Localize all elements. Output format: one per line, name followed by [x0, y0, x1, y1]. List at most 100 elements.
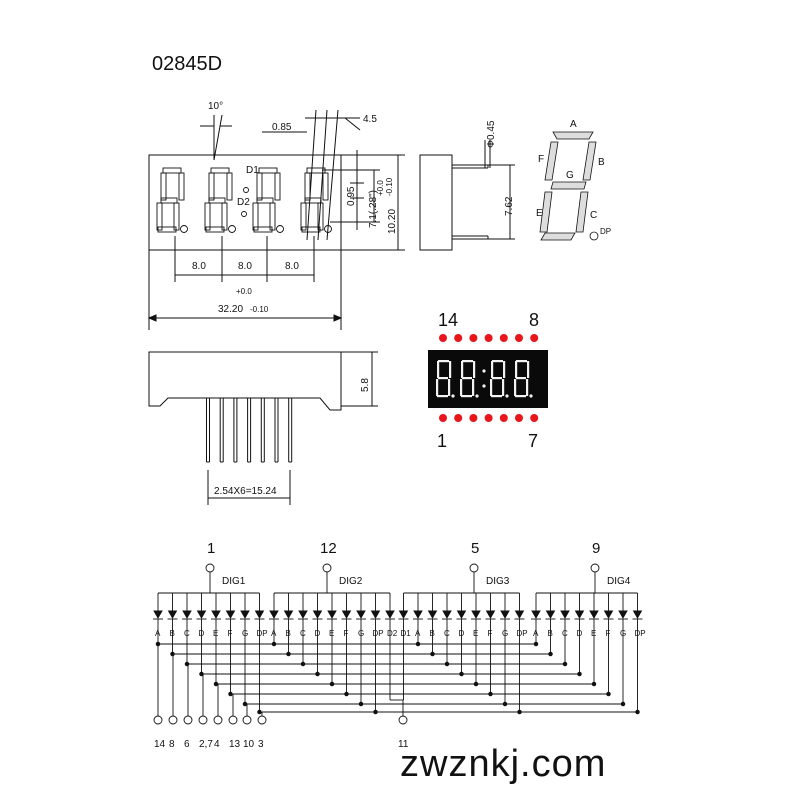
width-tol-minus: -0.10 [250, 305, 269, 314]
common-pin-number: 1 [207, 540, 215, 557]
diode-triangle [269, 610, 279, 619]
package-pin-dot [484, 334, 493, 342]
segment-label: DP [635, 629, 646, 638]
front-seg-c [173, 202, 180, 231]
front-seg-d [253, 226, 273, 233]
front-seg-g [208, 197, 226, 204]
pkg-seg-d [437, 395, 448, 398]
pkg-seg-f [491, 361, 494, 378]
package-digits [436, 360, 533, 398]
bus-junction [170, 651, 175, 657]
bus-junction [517, 709, 522, 715]
bus-junction [228, 691, 233, 697]
bus-junction [344, 691, 349, 697]
output-pin-label: 4 [214, 739, 220, 750]
seg-label-g: G [566, 170, 574, 181]
pkg-pin-7: 7 [528, 431, 538, 451]
pkg-colon-bottom [482, 384, 486, 388]
bus-junction [415, 641, 421, 647]
front-seg-e [300, 202, 307, 231]
pkg-seg-b [473, 361, 476, 378]
pkg-seg-a [462, 360, 473, 363]
front-dp [180, 225, 188, 233]
part-number: 02845D [152, 53, 222, 75]
pkg-dp [505, 394, 509, 398]
watermark: zwznkj.com [400, 743, 606, 785]
front-seg-g [256, 197, 274, 204]
segment-label: F [488, 629, 493, 638]
pkg-seg-b [527, 361, 530, 378]
seg-label-f: F [538, 154, 544, 165]
front-seg-e [252, 202, 259, 231]
front-seg-e [156, 202, 163, 231]
package-pin-dot [454, 334, 463, 342]
output-pin-label: 8 [169, 739, 175, 750]
colon-pin-label: 11 [398, 739, 409, 750]
pkg-seg-e [490, 379, 493, 396]
diode-triangle [327, 610, 337, 619]
front-seg-f [160, 172, 167, 201]
bus-junction [286, 651, 291, 657]
segment-e [539, 191, 553, 233]
segment-label: D2 [387, 629, 398, 638]
pkg-seg-d [491, 395, 502, 398]
package-pin-dot [530, 414, 539, 422]
segment-diagram [539, 131, 599, 241]
pkg-seg-a [516, 360, 527, 363]
segment-f [544, 141, 559, 181]
common-pin-circle [590, 563, 600, 573]
diode-triangle [196, 610, 207, 619]
seg-label-c: C [590, 210, 597, 221]
pkg-seg-f [515, 361, 518, 378]
diode-triangle [485, 610, 496, 619]
digit-label: DIG4 [607, 576, 631, 587]
diode-triangle [398, 610, 409, 619]
package-pins-top [439, 334, 539, 342]
package-pin-dot [484, 414, 493, 422]
common-pin-number: 12 [320, 540, 337, 557]
side-view [419, 140, 515, 251]
pkg-dp [451, 394, 455, 398]
front-colon-bottom [241, 211, 247, 217]
pkg-seg-c [472, 379, 475, 396]
pkg-dp [529, 394, 533, 398]
width-dim: 32.20 [218, 304, 243, 315]
output-pin-circle [183, 715, 193, 725]
output-pin-circle [213, 715, 223, 725]
segment-dp [589, 231, 599, 241]
bus-junction [635, 709, 640, 715]
digit-tol-plus: +0.0 [376, 180, 385, 196]
bus-junction [358, 701, 364, 707]
front-seg-a [258, 167, 278, 174]
diode-triangle [211, 610, 221, 619]
segment-g [550, 181, 587, 190]
front-digit-2 [204, 167, 236, 233]
pkg-pin-8: 8 [529, 310, 539, 330]
dim-0-85: 0.85 [272, 122, 292, 133]
diode-triangle [574, 610, 585, 619]
bus-junction [620, 701, 626, 707]
pkg-colon-top [482, 369, 486, 373]
seg-label-a: A [570, 119, 577, 130]
bottom-body-outline [148, 351, 342, 411]
diode-triangle [589, 610, 599, 619]
front-dp [228, 225, 236, 233]
pkg-seg-e [436, 379, 439, 396]
diode-triangle [370, 610, 381, 619]
pkg-pin-14: 14 [438, 310, 458, 330]
segment-a [552, 131, 594, 140]
output-pin-circle [168, 715, 178, 725]
package-pins-bottom [439, 414, 539, 422]
seg-label-b: B [598, 157, 605, 168]
pkg-seg-b [503, 361, 506, 378]
bus-junction [533, 641, 539, 647]
bus-junction [373, 709, 378, 715]
bus-junction [271, 641, 277, 647]
d2-label: D2 [237, 197, 250, 208]
pkg-dp [475, 394, 479, 398]
package-pin-dot [499, 414, 508, 422]
bus-junction [300, 661, 306, 667]
front-seg-g [304, 197, 322, 204]
output-pin-circle [242, 715, 252, 725]
